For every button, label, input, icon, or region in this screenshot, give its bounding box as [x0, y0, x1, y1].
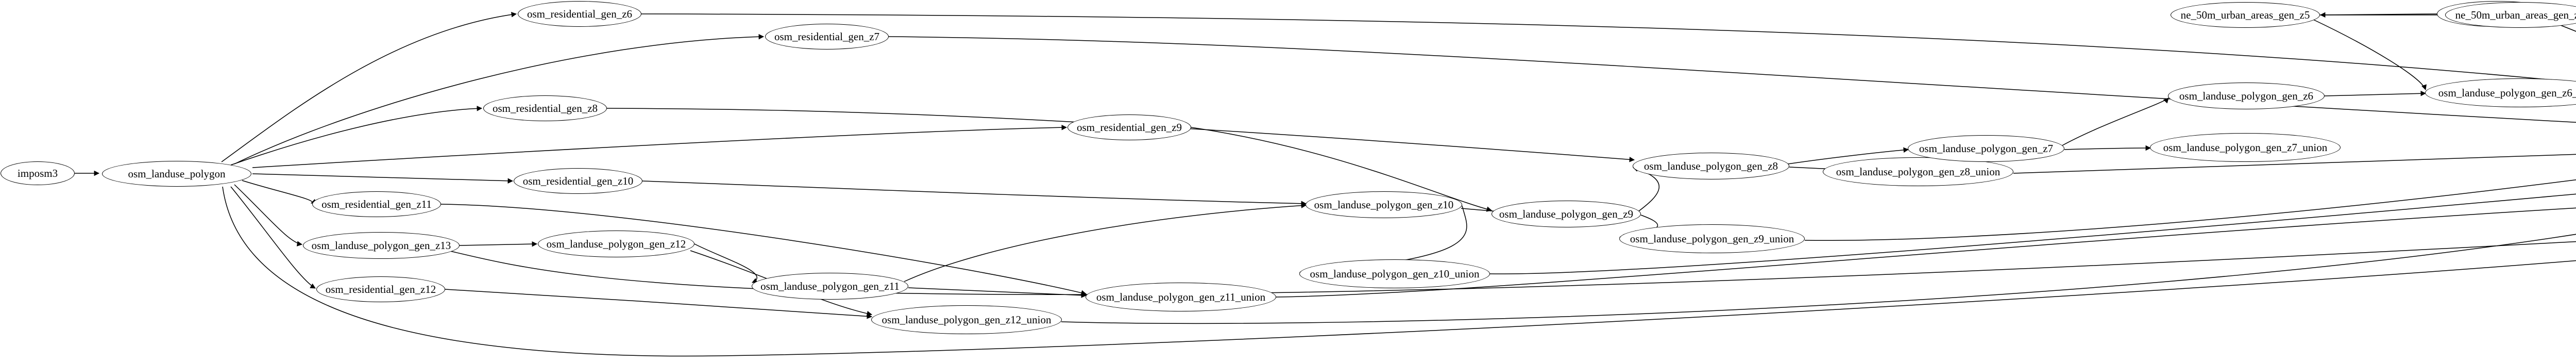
edge-osm_landuse_polygon-to-osm_landuse_polygon_gen_z13	[230, 186, 316, 289]
edge-osm_landuse_polygon_gen_z13-to-osm_landuse_polygon_gen_z12	[459, 241, 538, 247]
edge-osm_landuse_polygon-to-osm_residential_gen_z8	[230, 106, 483, 166]
edge-osm_landuse_polygon-to-osm_residential_gen_z9	[252, 124, 1067, 168]
node-osm_landuse_polygon_gen_z8[interactable]: osm_landuse_polygon_gen_z8	[1633, 153, 1789, 179]
node-osm_landuse_polygon_gen_z11[interactable]: osm_landuse_polygon_gen_z11	[752, 273, 908, 300]
edge-osm_residential_gen_z7-to-osm_landuse_polygon_gen_z7	[888, 36, 2576, 123]
edge-ne_50m_urban_areas_gen_z5-to-osm_landuse_polygon_gen_z6_union	[2555, 23, 2576, 32]
edge-osm_landuse_polygon-to-osm_residential_gen_z6	[221, 12, 517, 162]
edge-osm_landuse_polygon_gen_z7-to-osm_landuse_polygon_gen_z6	[2062, 97, 2169, 146]
node-osm_residential_gen_z7[interactable]: osm_residential_gen_z7	[765, 24, 889, 50]
edge-osm_landuse_polygon-to-osm_residential_gen_z10	[252, 173, 514, 184]
node-osm_residential_gen_z9[interactable]: osm_residential_gen_z9	[1067, 114, 1191, 140]
node-osm_landuse_polygon_gen_z6[interactable]: osm_landuse_polygon_gen_z6	[2168, 83, 2325, 109]
node-osm_landuse_polygon_gen_z11_union[interactable]: osm_landuse_polygon_gen_z11_union	[1086, 283, 1276, 311]
edge-osm_residential_gen_z12-to-osm_landuse_polygon_gen_z12_union	[445, 289, 873, 319]
edge-ne_50m_urban_areas_gen_z5-to-ne_50m_urban_areas_gen_z4	[2313, 19, 2427, 90]
edge-osm_residential_gen_z8-to-osm_landuse_polygon_gen_z8	[606, 108, 1635, 162]
edge-osm_residential_gen_z10-to-osm_landuse_polygon_gen_z10	[642, 180, 1307, 207]
node-osm_landuse_polygon_gen_z9[interactable]: osm_landuse_polygon_gen_z9	[1492, 201, 1641, 227]
node-osm_landuse_polygon_gen_z12[interactable]: osm_landuse_polygon_gen_z12	[538, 231, 694, 257]
edge-osm_landuse_polygon_gen_z8-to-osm_landuse_polygon_gen_z7	[1787, 147, 1909, 164]
edge-osm_landuse_polygon_gen_z11-to-osm_landuse_polygon_gen_z11_union	[908, 287, 1087, 298]
node-osm_residential_gen_z12[interactable]: osm_residential_gen_z12	[316, 276, 445, 302]
node-osm_landuse_polygon_gen_z6_union[interactable]: osm_landuse_polygon_gen_z6_union	[2425, 78, 2576, 107]
edge-osm_landuse_polygon-to-osm_residential_gen_z11	[242, 180, 317, 204]
edge-osm_landuse_polygon_gen_z10_union-to-layer_landuse.z10	[1489, 193, 2576, 274]
node-osm_landuse_polygon_gen_z9_union[interactable]: osm_landuse_polygon_gen_z9_union	[1619, 224, 1805, 253]
node-osm_landuse_polygon_gen_z7[interactable]: osm_landuse_polygon_gen_z7	[1908, 135, 2064, 162]
edge-osm_residential_gen_z6-to-osm_landuse_polygon_gen_z6	[641, 13, 2576, 83]
edge-osm_landuse_polygon_gen_z11-to-osm_landuse_polygon_gen_z10	[904, 203, 1307, 282]
node-ne_50m_urban_areas_gen_z4[interactable]: ne_50m_urban_areas_gen_z4	[2445, 2, 2576, 28]
node-osm_residential_gen_z8[interactable]: osm_residential_gen_z8	[483, 95, 607, 121]
node-osm_residential_gen_z10[interactable]: osm_residential_gen_z10	[514, 168, 642, 194]
node-osm_landuse_polygon_gen_z10_union[interactable]: osm_landuse_polygon_gen_z10_union	[1299, 259, 1490, 288]
node-osm_landuse_polygon_gen_z8_union[interactable]: osm_landuse_polygon_gen_z8_union	[1823, 157, 2013, 186]
edge-osm_landuse_polygon_gen_z12_union-to-layer_landuse.z12	[1061, 234, 2576, 324]
edge-osm_residential_gen_z9-to-osm_landuse_polygon_gen_z9	[1191, 127, 1493, 212]
node-osm_landuse_polygon[interactable]: osm_landuse_polygon	[102, 161, 251, 187]
edge-osm_landuse_polygon_gen_z7-to-osm_landuse_polygon_gen_z7_union	[2064, 145, 2151, 151]
edge-osm_landuse_polygon_gen_z7_union-to-layer_landuse.z7	[2324, 90, 2427, 96]
node-osm_residential_gen_z11[interactable]: osm_residential_gen_z11	[312, 191, 441, 217]
edge-osm_landuse_polygon-to-osm_residential_gen_z12	[234, 184, 303, 246]
edge-osm_landuse_polygon_gen_z9_union-to-layer_landuse.z9	[1804, 179, 2576, 241]
edge-osm_landuse_polygon_gen_z12-to-osm_landuse_polygon_gen_z11	[694, 243, 758, 283]
edge-osm_residential_gen_z11-to-osm_landuse_polygon_gen_z11	[440, 204, 1087, 295]
edge-osm_landuse_polygon-to-osm_residential_gen_z7	[234, 34, 765, 164]
node-osm_landuse_polygon_gen_z13[interactable]: osm_landuse_polygon_gen_z13	[303, 232, 460, 259]
node-imposm3[interactable]: imposm3	[1, 161, 75, 185]
edge-osm_landuse_polygon_gen_z11_union-to-layer_landuse.z11	[1276, 207, 2576, 298]
node-osm_landuse_polygon_gen_z7_union[interactable]: osm_landuse_polygon_gen_z7_union	[2150, 133, 2341, 162]
node-osm_residential_gen_z6[interactable]: osm_residential_gen_z6	[518, 1, 641, 27]
node-osm_landuse_polygon_gen_z10[interactable]: osm_landuse_polygon_gen_z10	[1306, 191, 1462, 218]
node-osm_landuse_polygon_gen_z12_union[interactable]: osm_landuse_polygon_gen_z12_union	[871, 305, 1062, 334]
edge-osm_landuse_polygon-to-layer_landuse.z14+	[222, 186, 2576, 357]
node-ne_50m_urban_areas_gen_z5[interactable]: ne_50m_urban_areas_gen_z5	[2171, 2, 2320, 28]
